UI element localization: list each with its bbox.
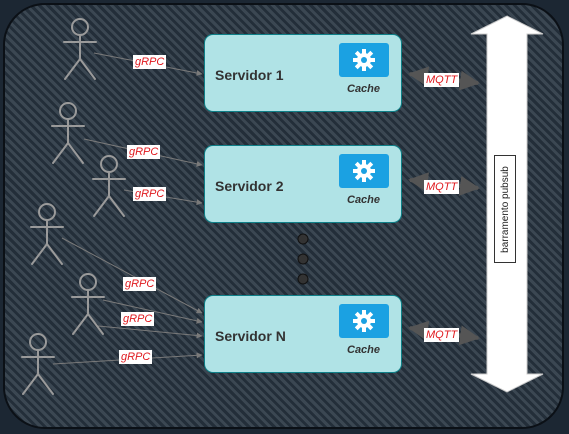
server-node-2[interactable]: Servidor 2 Cache: [204, 145, 402, 223]
gear-icon: [339, 43, 389, 77]
grpc-label: gRPC: [133, 187, 167, 201]
mqtt-label: MQTT: [424, 73, 460, 87]
server-title: Servidor 2: [215, 178, 284, 194]
grpc-label: gRPC: [121, 312, 155, 326]
grpc-label: gRPC: [123, 277, 157, 291]
actor-icon: [92, 155, 126, 217]
gear-icon: [339, 154, 389, 188]
actors: [21, 18, 126, 395]
mqtt-connectors: [408, 66, 480, 346]
server-title: Servidor 1: [215, 67, 284, 83]
mqtt-label: MQTT: [424, 328, 460, 342]
actor-icon: [30, 203, 64, 265]
grpc-label: gRPC: [127, 145, 161, 159]
more-servers-ellipsis: [297, 233, 309, 285]
server-title: Servidor N: [215, 328, 286, 344]
actor-icon: [63, 18, 97, 80]
gear-icon: [339, 304, 389, 338]
cache-label: Cache: [347, 344, 381, 356]
grpc-label: gRPC: [133, 55, 167, 69]
cache-label: Cache: [347, 194, 381, 206]
pubsub-bus-text: barramento pubsub: [499, 165, 511, 253]
cache-label: Cache: [347, 83, 381, 95]
pubsub-bus-label: barramento pubsub: [494, 155, 516, 263]
actor-icon: [21, 333, 55, 395]
grpc-label: gRPC: [119, 350, 153, 364]
server-node-1[interactable]: Servidor 1 Cache: [204, 34, 402, 112]
mqtt-label: MQTT: [424, 180, 460, 194]
actor-icon: [71, 273, 105, 335]
server-node-n[interactable]: Servidor N Cache: [204, 295, 402, 373]
actor-icon: [51, 102, 85, 164]
